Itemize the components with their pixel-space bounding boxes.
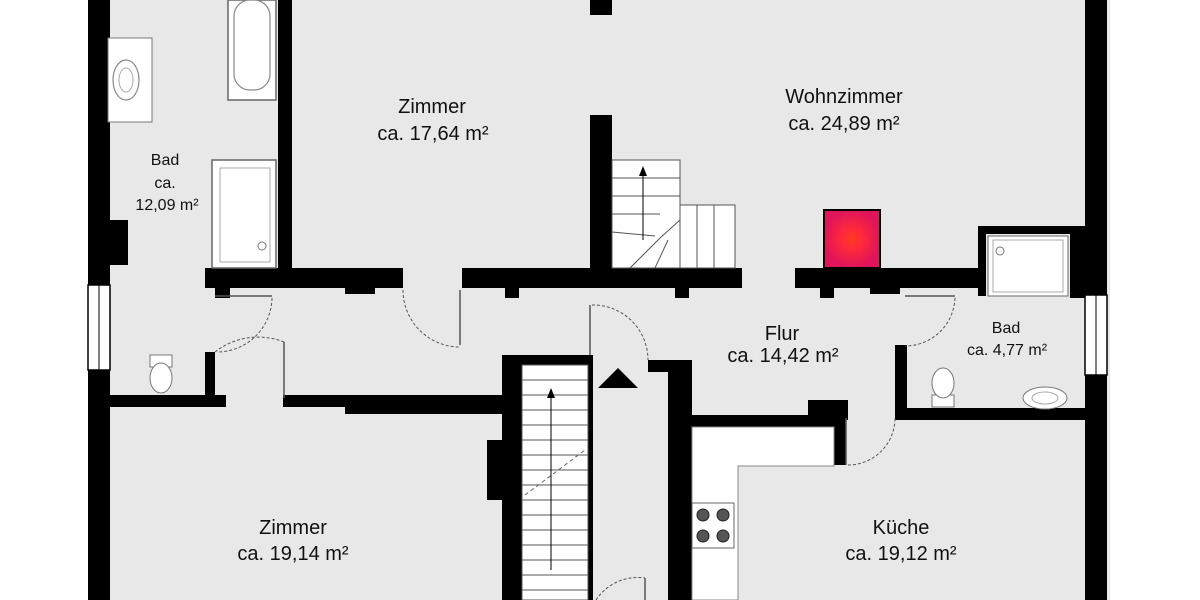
wall-kitchen-left-top bbox=[648, 360, 692, 372]
shower-icon bbox=[211, 159, 277, 269]
stairs-direction-arrow-icon bbox=[639, 166, 647, 240]
stove-icon bbox=[691, 502, 735, 549]
window-icon bbox=[87, 284, 111, 371]
wall-stair-top-vertical bbox=[590, 115, 612, 270]
wall-mid-center-foot-a bbox=[505, 286, 519, 298]
outer-wall-right-upper bbox=[1085, 0, 1107, 295]
door-icon bbox=[845, 417, 896, 466]
wall-kitchen-left bbox=[668, 360, 692, 600]
wall-shower-frame-right bbox=[1070, 226, 1086, 298]
room-kueche-area: ca. 19,12 m² bbox=[845, 543, 957, 565]
wall-mid-center-foot-b bbox=[675, 286, 689, 298]
window-icon bbox=[1084, 294, 1108, 376]
windows bbox=[87, 284, 1108, 376]
wall-bad-pillar bbox=[108, 220, 128, 265]
room-flur-name: Flur bbox=[765, 323, 800, 345]
wall-kitchen-right-jamb bbox=[834, 415, 846, 465]
wall-bad-zimmer bbox=[278, 0, 292, 270]
wall-wc-left-bottom bbox=[108, 395, 226, 407]
door-icon bbox=[589, 304, 649, 361]
toilet-icon bbox=[931, 367, 955, 408]
staircase-icon bbox=[521, 364, 589, 600]
room-zimmer-top-area: ca. 17,64 m² bbox=[377, 123, 489, 145]
room-wohnzimmer-area: ca. 24,89 m² bbox=[788, 113, 900, 135]
wall-stair-lower-left bbox=[502, 355, 522, 600]
door-icon bbox=[402, 289, 461, 348]
doors bbox=[214, 289, 956, 600]
kitchen-counter bbox=[691, 426, 835, 600]
room-bad-right-area: ca. 4,77 m² bbox=[967, 342, 1048, 359]
room-zimmer-top-name: Zimmer bbox=[398, 96, 466, 118]
room-bad-left-area-prefix: ca. bbox=[154, 175, 175, 192]
outer-wall-left-lower bbox=[88, 370, 110, 600]
wall-mid-left-foot-a bbox=[215, 286, 230, 298]
outer-wall-right-lower bbox=[1085, 375, 1107, 600]
room-bad-left-name: Bad bbox=[151, 152, 179, 169]
sink-icon bbox=[107, 37, 153, 123]
wall-stair-lower-right bbox=[588, 355, 593, 600]
wall-stair-lower-pillar bbox=[487, 440, 504, 500]
room-labels: Bad ca. 12,09 m² Zimmer ca. 17,64 m² Woh… bbox=[135, 86, 1047, 565]
staircase-icon bbox=[611, 159, 736, 269]
shower-icon bbox=[987, 235, 1069, 297]
wall-stair-lower-top bbox=[502, 355, 592, 365]
fireplace-icon bbox=[823, 209, 881, 269]
room-flur-area: ca. 14,42 m² bbox=[727, 345, 839, 367]
room-bad-right-name: Bad bbox=[992, 320, 1020, 337]
door-icon bbox=[215, 295, 273, 353]
outer-wall-left-upper bbox=[88, 0, 110, 285]
room-bad-left-area: 12,09 m² bbox=[135, 197, 199, 214]
wall-top-stub bbox=[590, 0, 612, 15]
wall-lower-left-thick bbox=[345, 400, 505, 414]
room-wohnzimmer-name: Wohnzimmer bbox=[785, 86, 903, 108]
wall-bad-right-bottom bbox=[895, 408, 1087, 420]
wall-wc-left-jamb bbox=[205, 352, 215, 400]
triangle-up-icon bbox=[598, 368, 638, 388]
wall-shower-frame-left bbox=[978, 226, 986, 296]
walls bbox=[88, 0, 1107, 600]
wall-bad-right-left bbox=[895, 345, 907, 417]
wall-mid-right-foot-b bbox=[870, 286, 900, 294]
wall-mid-right bbox=[795, 268, 980, 288]
bathtub-icon bbox=[227, 0, 277, 101]
door-icon bbox=[214, 336, 285, 398]
sink-icon bbox=[1022, 386, 1068, 410]
wall-mid-left-foot-b bbox=[345, 286, 375, 294]
wall-kitchen-top bbox=[690, 415, 840, 427]
wall-mid-left bbox=[205, 268, 403, 288]
door-icon bbox=[904, 295, 956, 347]
door-icon bbox=[595, 577, 646, 600]
room-zimmer-bottom-area: ca. 19,14 m² bbox=[237, 543, 349, 565]
wall-mid-right-foot-a bbox=[820, 286, 834, 298]
wall-shower-frame-top bbox=[978, 226, 1078, 234]
stairs-direction-arrow-icon bbox=[547, 388, 555, 570]
wall-mid-center bbox=[462, 268, 742, 288]
room-zimmer-bottom-name: Zimmer bbox=[259, 517, 327, 539]
room-kueche-name: Küche bbox=[873, 517, 930, 539]
toilet-icon bbox=[149, 354, 173, 394]
